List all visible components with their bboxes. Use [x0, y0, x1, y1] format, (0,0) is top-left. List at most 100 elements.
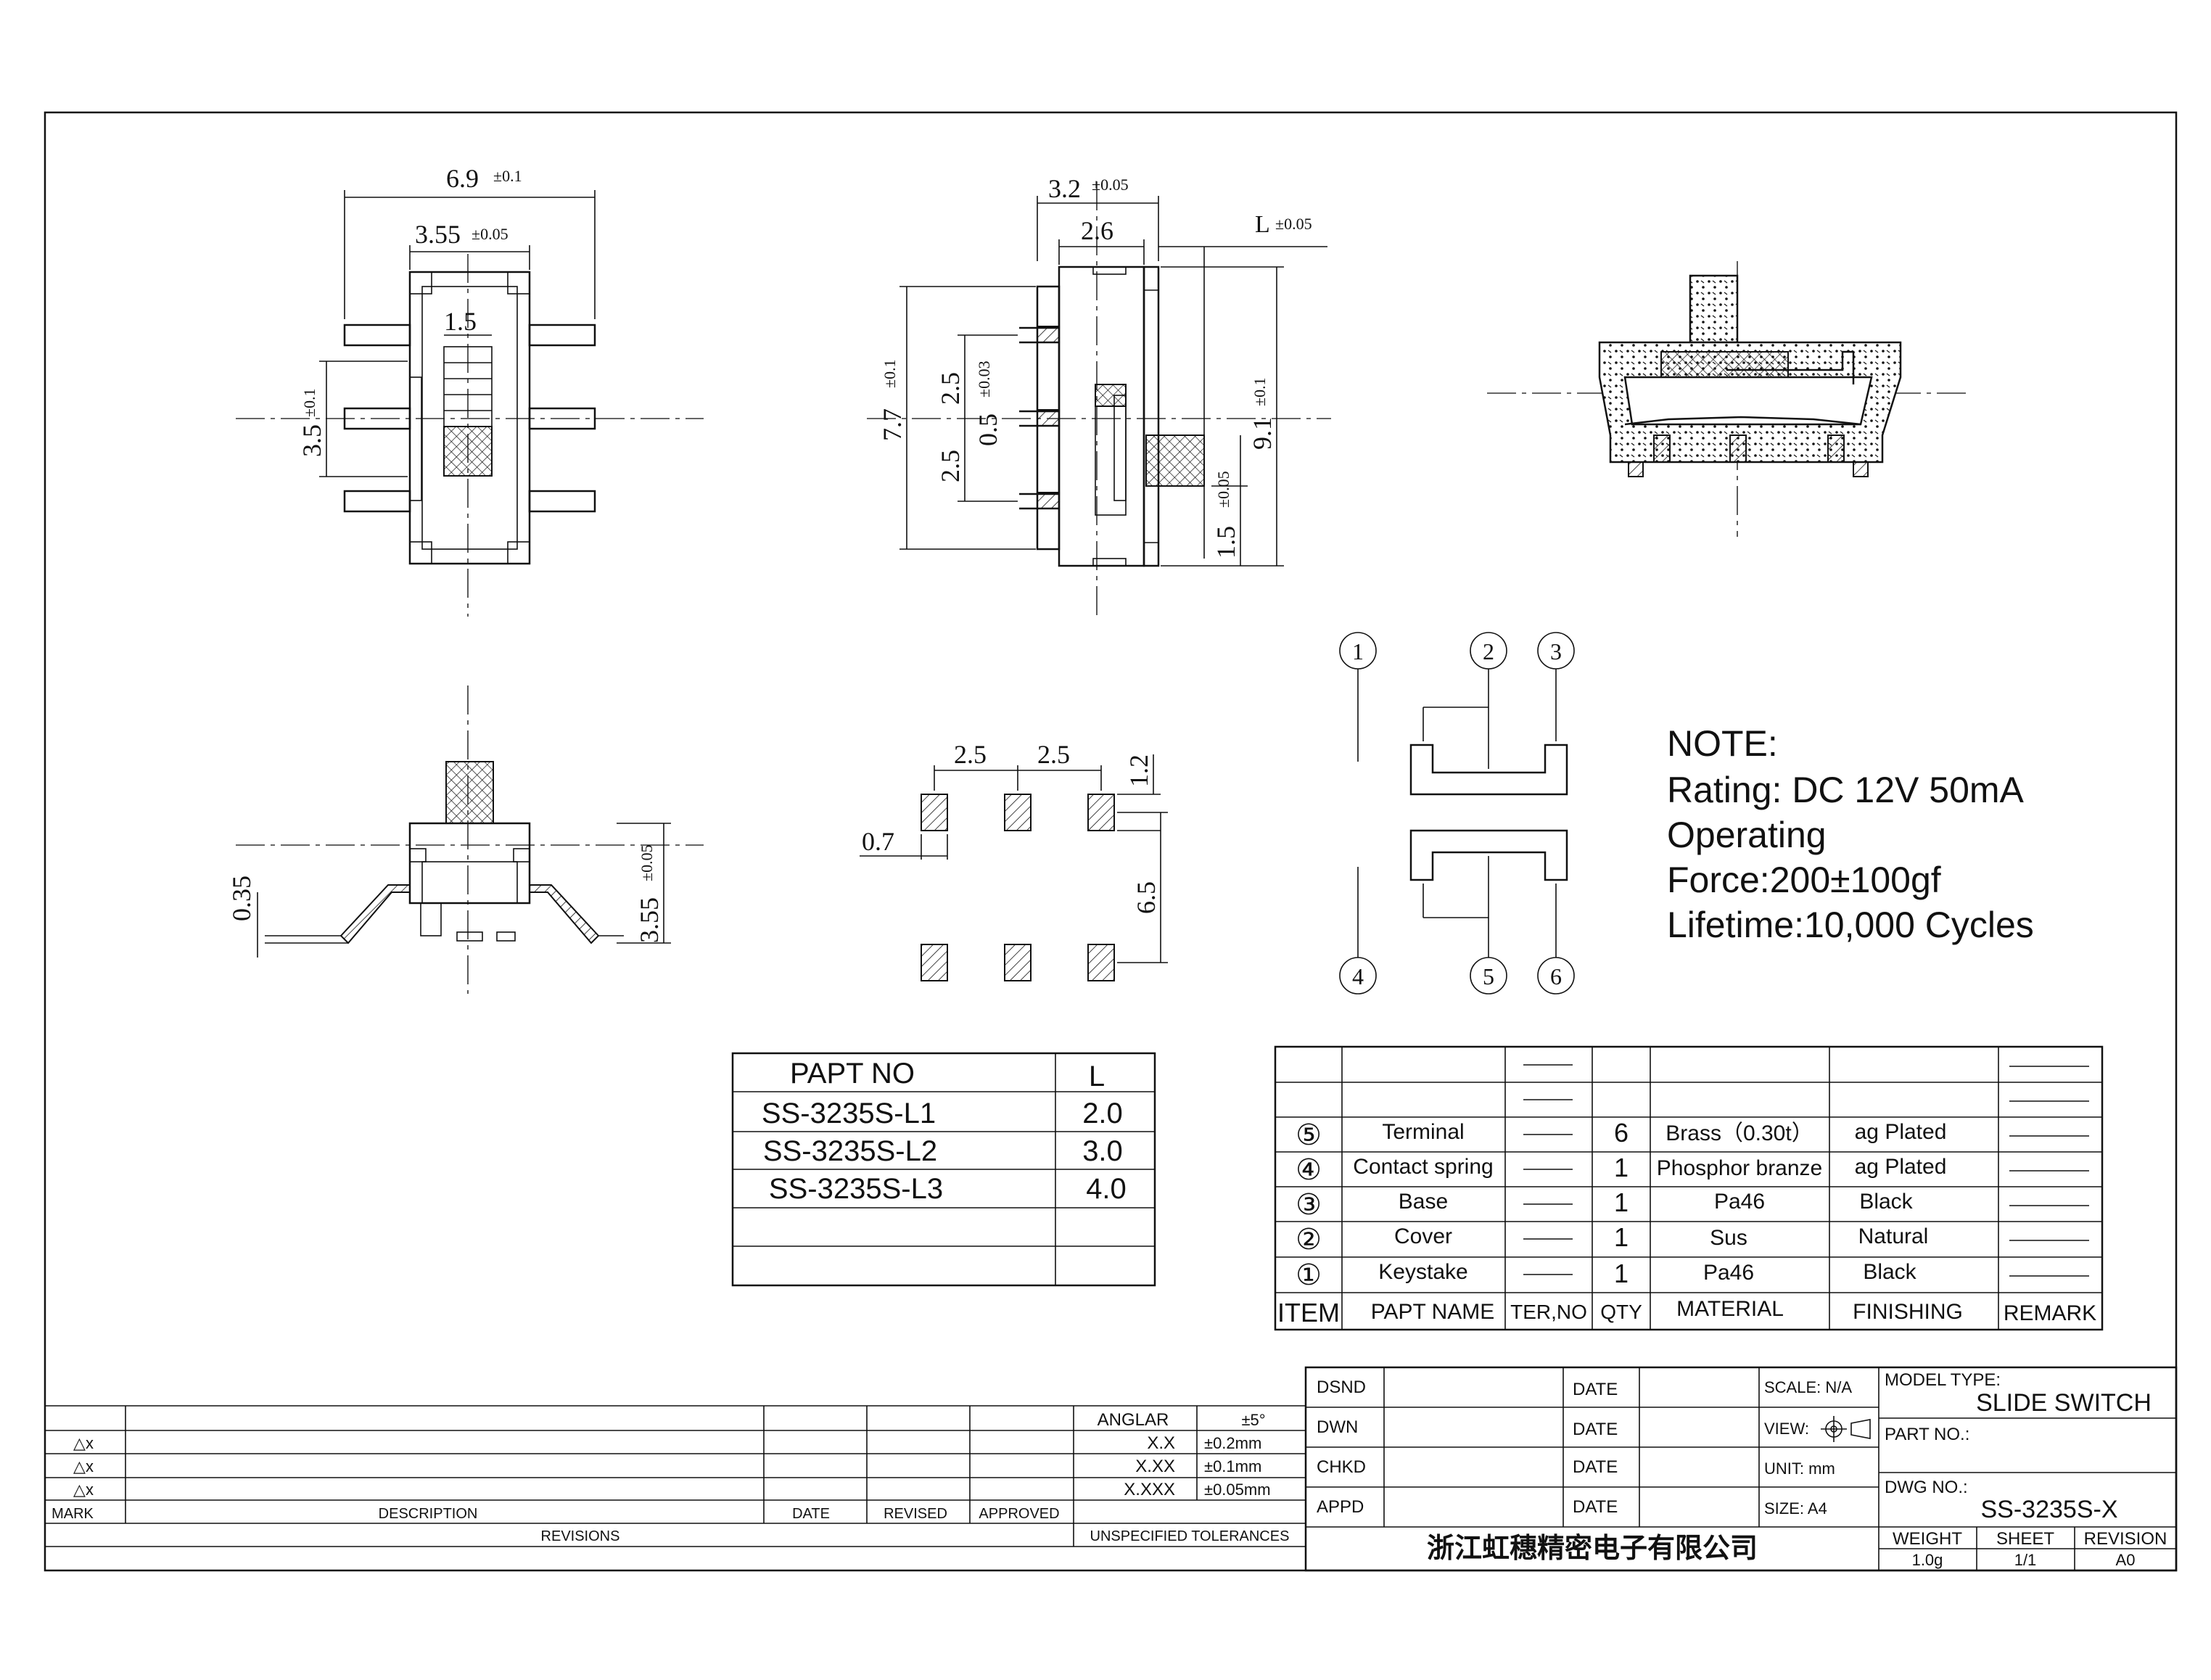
- bom-row-1-finishing: ag Plated: [1855, 1120, 1947, 1144]
- dim-front-355: 3.55: [635, 897, 664, 943]
- title-revision: A0: [2116, 1551, 2136, 1569]
- revision-mark-3: △x: [73, 1481, 94, 1499]
- bom-header-terno: TER,NO: [1510, 1301, 1587, 1323]
- bom-row-5-name: Keystake: [1378, 1260, 1467, 1284]
- title-dsnd: DSND: [1317, 1378, 1366, 1397]
- dim-pad-12: 1.2: [1124, 754, 1153, 787]
- bom-row-5-material: Pa46: [1703, 1261, 1754, 1285]
- pin-4-label: 4: [1352, 963, 1364, 989]
- dim-side-15-tol: ±0.05: [1214, 471, 1232, 508]
- note-title: NOTE:: [1667, 723, 1778, 764]
- projection-symbol-icon: [1821, 1416, 1871, 1442]
- dim-side-91: 9.1: [1248, 417, 1277, 450]
- tol-anglar-value: ±5°: [1241, 1411, 1265, 1429]
- bom-header-material: MATERIAL: [1676, 1297, 1784, 1321]
- bom-row-5-qty: 1: [1614, 1259, 1629, 1288]
- revision-col-date: DATE: [792, 1506, 830, 1522]
- tol-anglar-label: ANGLAR: [1098, 1410, 1169, 1430]
- tol-xxx-label: X.XX: [1135, 1457, 1175, 1476]
- dim-side-L: L: [1255, 211, 1270, 238]
- title-scale: SCALE: N/A: [1764, 1378, 1852, 1396]
- bom-row-1-material: Brass（0.30t）: [1666, 1121, 1813, 1145]
- dim-side-77-tol: ±0.1: [881, 359, 899, 388]
- bom-row-4-item: ②: [1296, 1224, 1322, 1256]
- note-lifetime: Lifetime:10,000 Cycles: [1667, 905, 2034, 945]
- dim-pad-07: 0.7: [862, 827, 894, 856]
- pin-6-label: 6: [1550, 963, 1562, 989]
- bom-row-3-item: ③: [1296, 1189, 1322, 1221]
- part-row-2-l: 3.0: [1082, 1135, 1123, 1167]
- note-force: Force:200±100gf: [1667, 860, 1941, 900]
- dim-side-32-tol: ±0.05: [1092, 176, 1129, 194]
- part-row-3-l: 4.0: [1086, 1173, 1127, 1205]
- dim-side-L-tol: ±0.05: [1275, 215, 1312, 233]
- section-view: [1487, 261, 1966, 537]
- title-sheet: 1/1: [2014, 1551, 2037, 1569]
- revision-col-revised: REVISED: [884, 1506, 947, 1522]
- tolerances-footer: UNSPECIFIED TOLERANCES: [1090, 1528, 1290, 1544]
- dim-side-77: 7.7: [878, 408, 907, 441]
- bom-row-1-qty: 6: [1614, 1118, 1629, 1148]
- note-operating: Operating: [1667, 815, 1827, 855]
- bom-header-finishing: FINISHING: [1853, 1300, 1963, 1324]
- revision-col-mark: MARK: [52, 1506, 94, 1522]
- bom-table: ⑤ Terminal 6 Brass（0.30t） ag Plated ④ Co…: [1274, 1045, 2104, 1331]
- tol-xxx-value: ±0.1mm: [1204, 1457, 1261, 1475]
- side-view: 3.2 ±0.05 2.6 L ±0.05 7.7 ±0.1 2.5 0.5 ±…: [867, 174, 1331, 620]
- bom-row-1-name: Terminal: [1382, 1120, 1464, 1144]
- tol-xx-label: X.X: [1147, 1433, 1175, 1453]
- bom-row-1-item: ⑤: [1296, 1119, 1322, 1151]
- part-table-header-no: PAPT NO: [790, 1058, 915, 1090]
- dim-side-25a: 2.5: [936, 372, 965, 405]
- circuit-diagram: 1 2 3 4 5 6: [1339, 632, 1575, 995]
- title-part-no-label: PART NO.:: [1885, 1425, 1969, 1444]
- title-unit: UNIT: mm: [1764, 1459, 1835, 1478]
- title-date-1: DATE: [1573, 1380, 1618, 1399]
- pin-2-label: 2: [1483, 638, 1494, 664]
- bom-row-5-item: ①: [1296, 1259, 1322, 1291]
- part-row-1-l: 2.0: [1082, 1098, 1123, 1129]
- bom-row-3-material: Pa46: [1714, 1190, 1765, 1214]
- bom-row-2-item: ④: [1296, 1154, 1322, 1186]
- title-model-type-label: MODEL TYPE:: [1885, 1370, 2001, 1390]
- dim-side-25b: 2.5: [936, 450, 965, 482]
- top-view: 6.9 ±0.1 3.55 ±0.05 1.5 3.5 ±0.1: [236, 164, 704, 617]
- bom-header-remark: REMARK: [2004, 1301, 2096, 1325]
- dim-front-035: 0.35: [227, 876, 256, 921]
- part-row-2-no: SS-3235S-L2: [763, 1135, 937, 1167]
- pin-1-label: 1: [1352, 638, 1364, 664]
- dim-side-91-tol: ±0.1: [1251, 377, 1269, 406]
- dim-pad-25a: 2.5: [954, 740, 987, 769]
- dim-side-26: 2.6: [1081, 216, 1113, 245]
- part-row-3-no: SS-3235S-L3: [769, 1173, 943, 1205]
- title-dwg-no: SS-3235S-X: [1981, 1496, 2118, 1523]
- dim-side-05-tol: ±0.03: [975, 361, 993, 398]
- bom-row-2-name: Contact spring: [1353, 1155, 1493, 1179]
- dim-top-inner: 3.55: [415, 220, 461, 249]
- bom-row-4-qty: 1: [1614, 1222, 1629, 1252]
- title-date-4: DATE: [1573, 1497, 1618, 1517]
- bom-row-4-material: Sus: [1710, 1226, 1747, 1250]
- title-model-type: SLIDE SWITCH: [1976, 1389, 2152, 1417]
- revisions-footer: REVISIONS: [541, 1528, 620, 1544]
- bom-row-3-qty: 1: [1614, 1187, 1629, 1217]
- title-revision-label: REVISION: [2084, 1529, 2167, 1549]
- title-date-3: DATE: [1573, 1457, 1618, 1477]
- title-appd: APPD: [1317, 1497, 1364, 1517]
- title-date-2: DATE: [1573, 1420, 1618, 1439]
- bom-header-qty: QTY: [1600, 1301, 1642, 1323]
- dim-top-width-tol: ±0.1: [493, 167, 522, 185]
- title-view: VIEW:: [1764, 1420, 1809, 1438]
- dim-top-width: 6.9: [446, 164, 479, 193]
- tol-xxxx-value: ±0.05mm: [1204, 1481, 1271, 1499]
- title-dwn: DWN: [1317, 1417, 1358, 1437]
- front-view: 0.35 3.55 ±0.05: [227, 685, 704, 994]
- title-weight-label: WEIGHT: [1893, 1529, 1962, 1549]
- bom-row-2-qty: 1: [1614, 1153, 1629, 1182]
- revision-mark-1: △x: [73, 1434, 94, 1452]
- note-rating: Rating: DC 12V 50mA: [1667, 770, 2025, 810]
- bom-row-2-finishing: ag Plated: [1855, 1155, 1947, 1179]
- dim-side-32: 3.2: [1048, 174, 1081, 203]
- pin-3-label: 3: [1550, 638, 1562, 664]
